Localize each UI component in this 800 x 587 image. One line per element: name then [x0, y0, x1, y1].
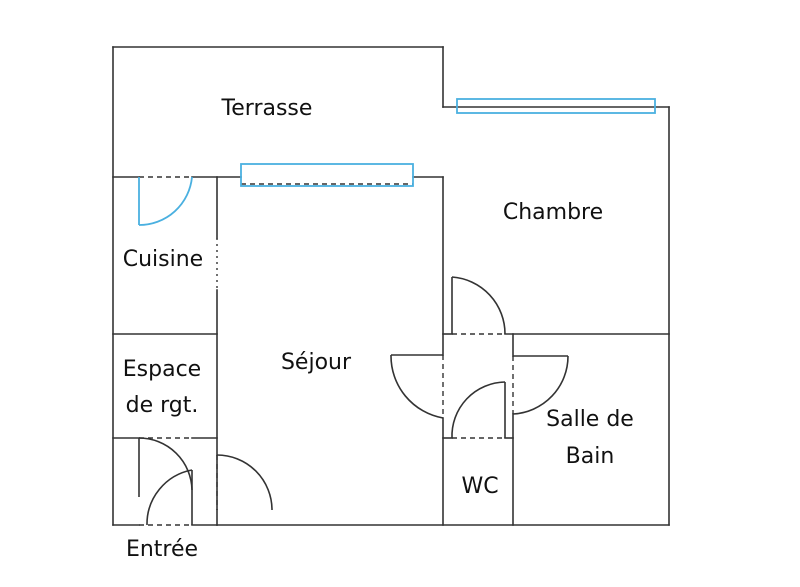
label-chambre: Chambre [503, 200, 603, 225]
door-entree-upper [138, 437, 193, 497]
label-terrasse: Terrasse [221, 96, 313, 121]
room-labels: Terrasse Chambre Cuisine Séjour Espace d… [123, 96, 634, 562]
label-salle-line1: Salle de [546, 407, 634, 432]
label-espace-line2: de rgt. [126, 393, 199, 418]
door-couloir-wc [451, 381, 506, 439]
door-chambre-couloir [451, 276, 506, 335]
label-cuisine: Cuisine [123, 247, 203, 272]
label-entree: Entrée [126, 537, 198, 562]
window-sejour-terrasse [240, 163, 414, 187]
door-couloir-salle [512, 355, 569, 415]
door-sejour-couloir [390, 354, 444, 419]
door-entree-sejour [216, 454, 273, 511]
label-espace-line1: Espace [123, 357, 201, 382]
label-salle-line2: Bain [566, 444, 615, 469]
door-cuisine-terrasse [138, 176, 193, 226]
label-wc: WC [461, 474, 498, 499]
window-chambre [456, 98, 656, 114]
label-sejour: Séjour [281, 350, 352, 375]
door-entree-lower [146, 469, 193, 526]
walls [112, 46, 670, 526]
doors [138, 176, 569, 526]
windows [240, 98, 656, 187]
